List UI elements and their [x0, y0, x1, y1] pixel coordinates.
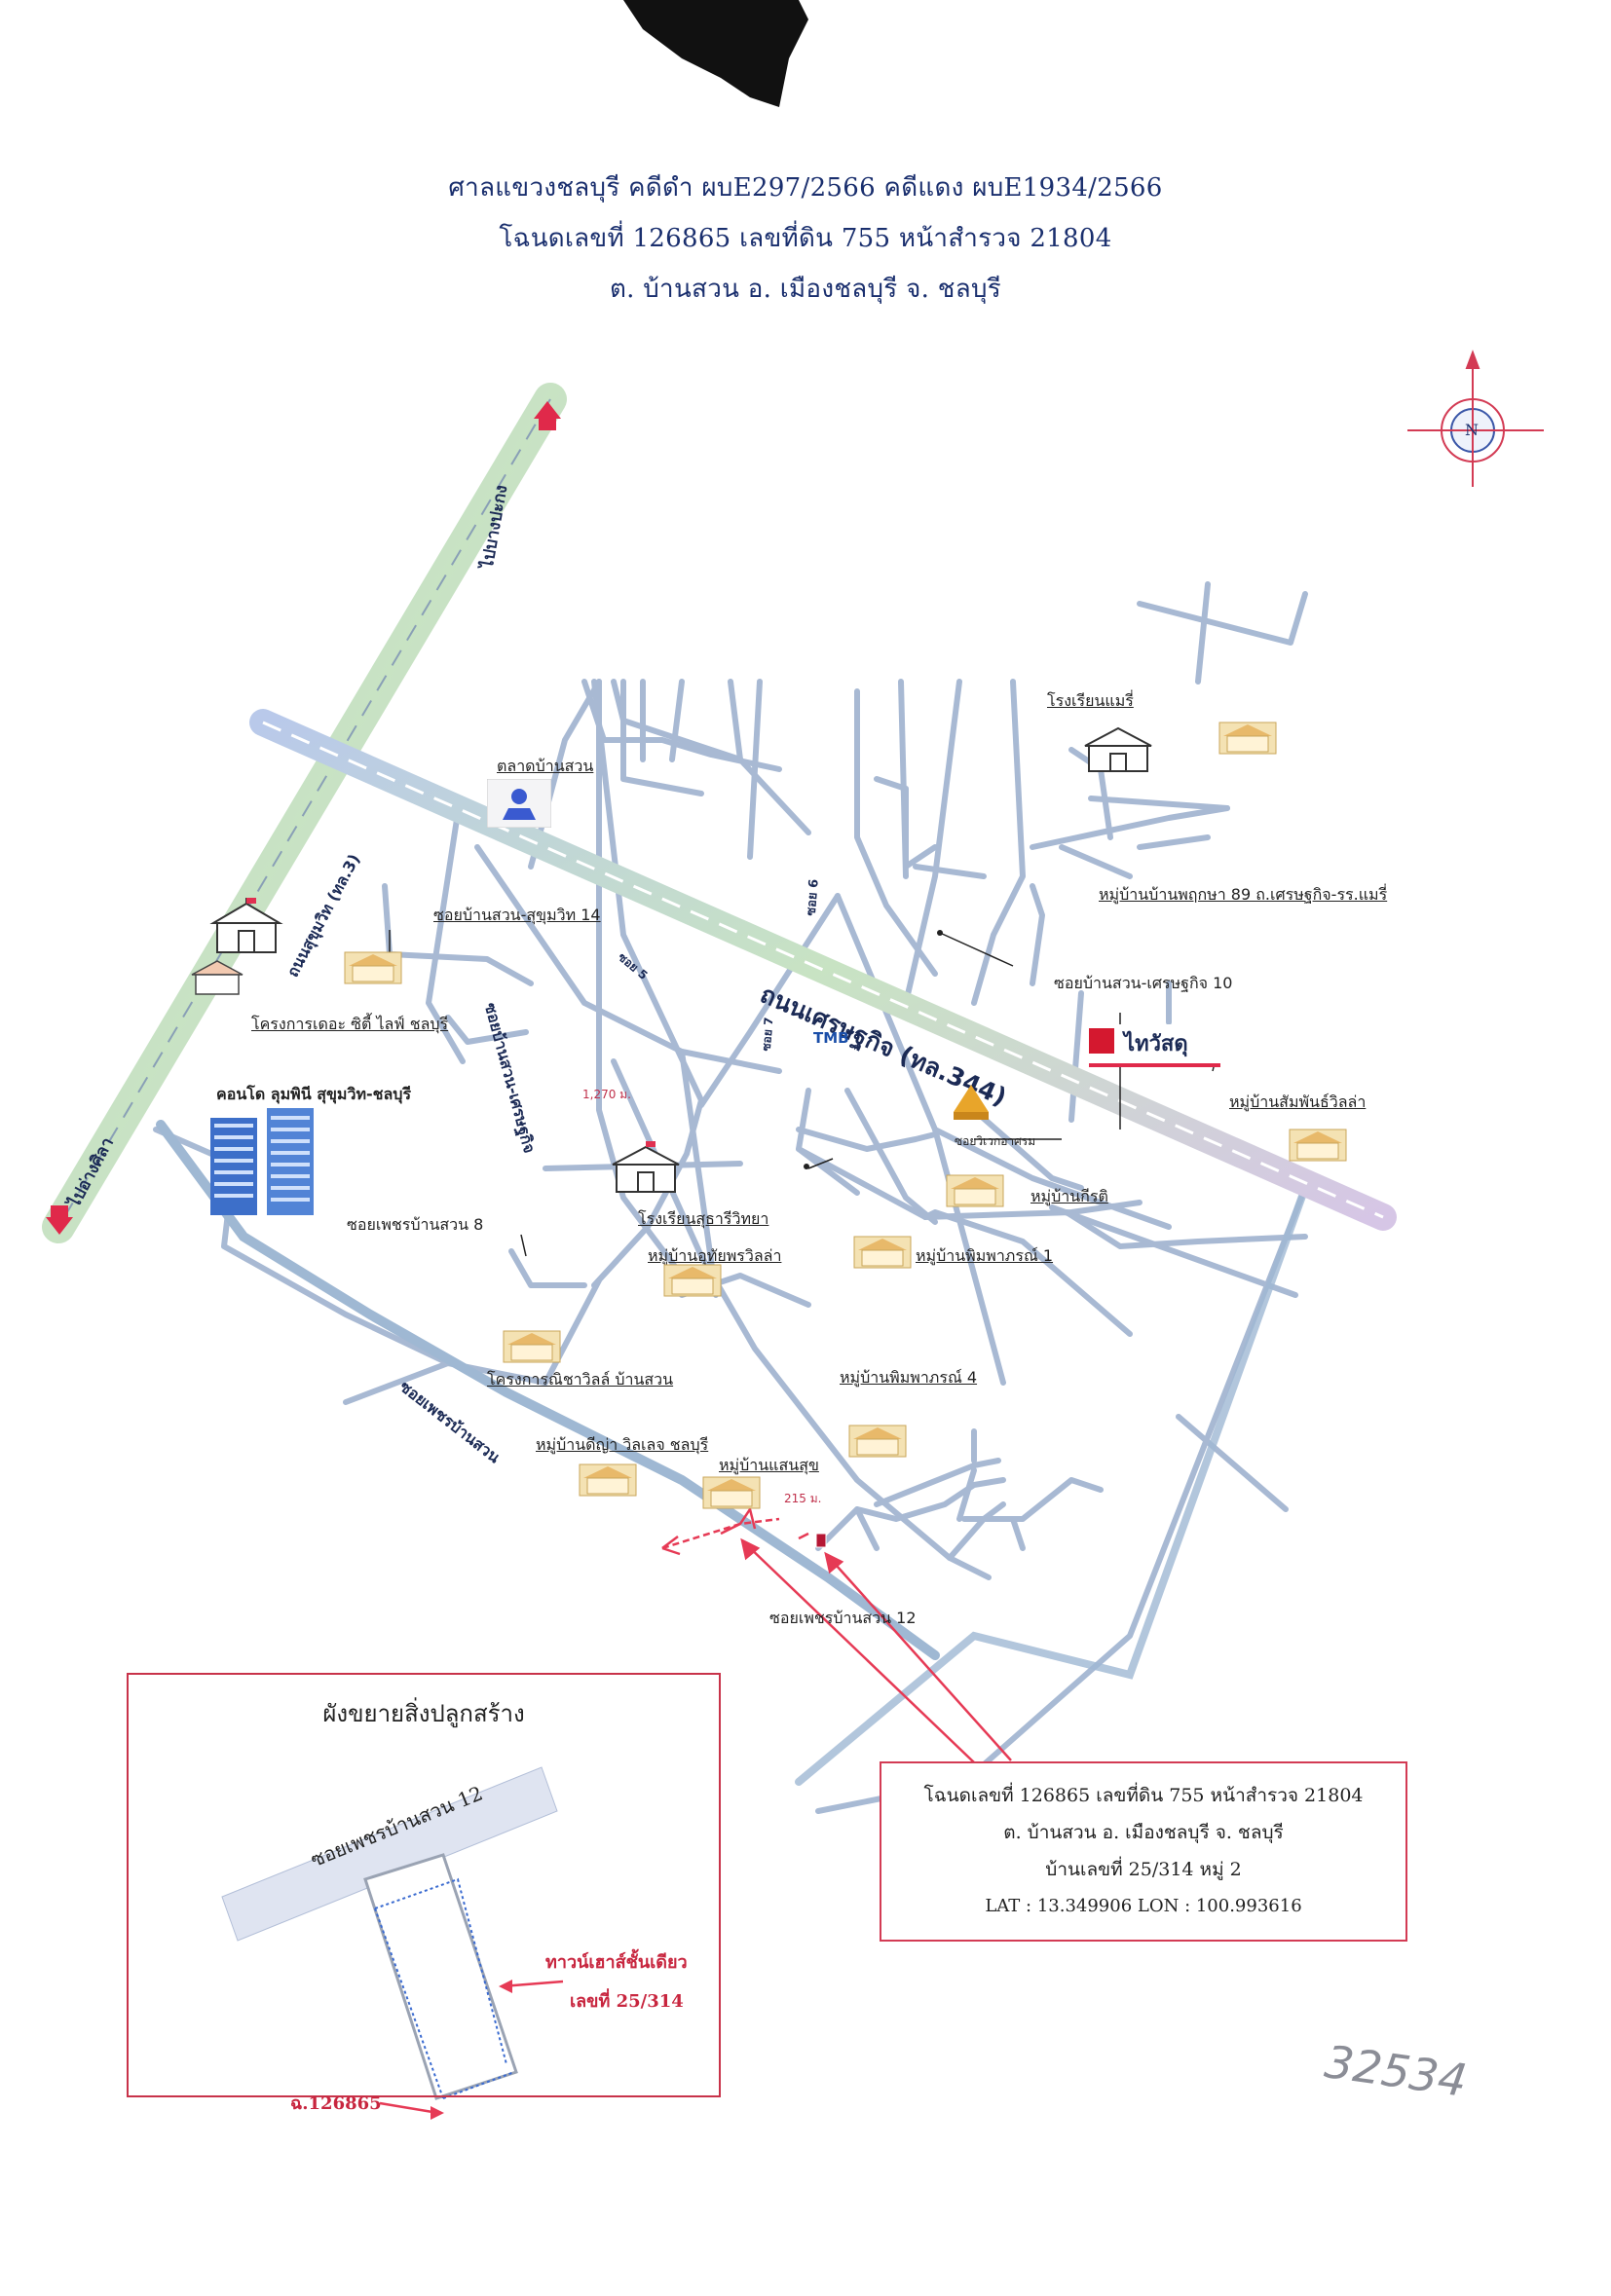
village-icon	[503, 1330, 561, 1363]
market-icon	[487, 779, 551, 828]
header-line-3: ต. บ้านสวน อ. เมืองชลบุรี จ. ชลบุรี	[609, 275, 1002, 304]
label-pimpaporn1: หมู่บ้านพิมพาภรณ์ 1	[916, 1246, 1054, 1265]
label-lumpini: คอนโด ลุมพินี สุขุมวิท-ชลบุรี	[216, 1085, 412, 1103]
scan-smudge	[623, 0, 808, 107]
info-location: ต. บ้านสวน อ. เมืองชลบุรี จ. ชลบุรี	[1003, 1822, 1284, 1843]
thaiwatsadu-sign: ไทวัสดุ	[1089, 1024, 1220, 1067]
pointer-arrows	[740, 1537, 1012, 1763]
building-icon	[210, 1108, 314, 1215]
village-icon	[702, 1476, 761, 1509]
label-soi-phet8: ซอยเพชรบ้านสวน 8	[347, 1215, 484, 1234]
inset-title: ผังขยายสิ่งปลูกสร้าง	[322, 1700, 525, 1727]
label-soi-bs-sukhumvit14: ซอยบ้านสวน-สุขุมวิท 14	[433, 906, 601, 924]
school-icon	[209, 898, 283, 953]
label-uthai-villa: หมู่บ้านอุทัยพรวิลล่า	[648, 1246, 782, 1265]
village-icon	[344, 951, 402, 984]
property-info-box: โฉนดเลขที่ 126865 เลขที่ดิน 755 หน้าสำรว…	[880, 1761, 1407, 1942]
village-icon	[663, 1264, 722, 1297]
local-roads	[153, 581, 1308, 1814]
label-diya-village: หมู่บ้านดีญ่า วิลเลจ ชลบุรี	[536, 1435, 709, 1454]
header-line-1: ศาลแขวงชลบุรี คดีดำ ผบE297/2566 คดีแดง ผ…	[448, 173, 1163, 203]
compass-letter: N	[1465, 421, 1479, 439]
arrow-south-end	[46, 1205, 73, 1235]
label-soi-wiwek: ซอยวิเวกอาศรม	[955, 1134, 1036, 1148]
label-pimpaporn4: หมู่บ้านพิมพาภรณ์ 4	[840, 1368, 978, 1387]
soi-phet-road	[156, 1120, 940, 1660]
inset-drawing	[221, 1766, 564, 2120]
village-icon	[848, 1425, 907, 1458]
house-icon	[191, 960, 244, 995]
distance-1270: 1,270 ม.	[582, 1088, 631, 1101]
school-icon	[612, 1141, 680, 1193]
compass-rose	[1407, 350, 1544, 487]
road-label-soi6: ซอย 6	[804, 878, 822, 917]
village-icon	[1218, 722, 1277, 755]
school-icon	[1084, 726, 1152, 772]
label-school-sutha: โรงเรียนสุธารีวิทยา	[638, 1209, 769, 1228]
arrow-north-end	[534, 401, 561, 430]
inset-building-plan: ผังขยายสิ่งปลูกสร้าง	[127, 1673, 721, 2097]
info-coordinates: LAT : 13.349906 LON : 100.993616	[985, 1896, 1302, 1916]
label-mooban-pruksa: หมู่บ้านบ้านพฤกษา 89 ถ.เศรษฐกิจ-รร.แมรี่	[1099, 885, 1388, 904]
label-market: ตลาดบ้านสวน	[497, 757, 594, 775]
label-soi-bs-setthakit10: ซอยบ้านสวน-เศรษฐกิจ 10	[1054, 974, 1233, 992]
subject-route	[661, 1505, 809, 1556]
inset-building-type: ทาวน์เฮาส์ชั้นเดียว	[545, 1952, 688, 1973]
village-icon	[1289, 1129, 1347, 1162]
distance-215: 215 ม.	[784, 1492, 822, 1505]
label-the-city-life: โครงการเดอะ ซิตี้ ไลฟ์ ชลบุรี	[251, 1015, 449, 1033]
label-soi-phet12: ซอยเพชรบ้านสวน 12	[769, 1609, 917, 1627]
label-samphan-villa: หมู่บ้านสัมพันธ์วิลล่า	[1229, 1092, 1367, 1111]
label-nichawin: โครงการณิชาวิลล์ บ้านสวน	[487, 1370, 674, 1389]
thaiwatsadu-icon	[1089, 1028, 1114, 1054]
tmb-logo: TMB	[813, 1029, 849, 1047]
label-school-mary: โรงเรียนแมรี่	[1047, 691, 1134, 710]
info-deed: โฉนดเลขที่ 126865 เลขที่ดิน 755 หน้าสำรว…	[923, 1785, 1364, 1806]
village-icon	[946, 1174, 1004, 1207]
temple-icon	[954, 1085, 989, 1120]
inset-deed-label: ฉ.126865	[290, 2093, 382, 2114]
info-house-number: บ้านเลขที่ 25/314 หมู่ 2	[1045, 1859, 1242, 1880]
subject-marker	[815, 1533, 827, 1548]
inset-building-number: เลขที่ 25/314	[570, 1991, 684, 2012]
road-label-soi7: ซอย 7	[759, 1017, 776, 1053]
label-mooban-kiti: หมู่บ้านกีรติ	[1030, 1187, 1108, 1205]
village-icon	[853, 1236, 912, 1269]
village-icon	[579, 1463, 637, 1497]
header-line-2: โฉนดเลขที่ 126865 เลขที่ดิน 755 หน้าสำรว…	[499, 224, 1112, 253]
label-saensuk: หมู่บ้านแสนสุข	[719, 1456, 819, 1474]
thaiwatsadu-label: ไทวัสดุ	[1124, 1032, 1188, 1056]
